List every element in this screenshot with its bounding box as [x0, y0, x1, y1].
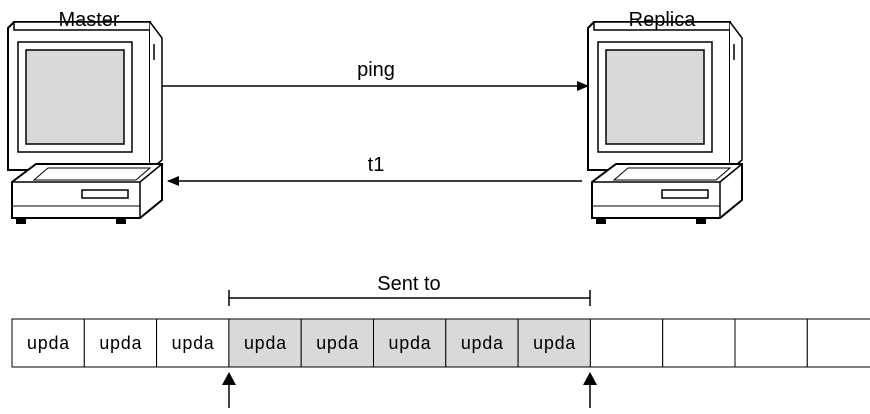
changelog-cell-text: upda: [99, 335, 142, 355]
changelog-cell: upda: [445, 318, 519, 368]
sent-to-label: Sent to: [377, 273, 440, 295]
changelog-cell-box: [83, 318, 158, 368]
changelog-cell: [734, 318, 808, 368]
replica-label: Replica: [629, 9, 697, 31]
changelog-cell-box: [11, 318, 85, 368]
changelog-cell-text: upda: [316, 335, 359, 355]
changelog-cell-box: [662, 318, 736, 368]
changelog-cell-box: [589, 318, 664, 368]
sent-to-bracket: [228, 290, 591, 306]
master-computer-icon: [7, 21, 163, 225]
t1-label: t1: [368, 154, 385, 176]
changelog-cell-text: upda: [243, 335, 286, 355]
changelog-cell: upda: [373, 318, 447, 368]
end-pointer-arrow: [583, 372, 597, 408]
changelog-cell-box: [373, 318, 447, 368]
changelog-cell: upda: [228, 318, 302, 368]
changelog-cell: upda: [300, 318, 375, 368]
replica-computer-icon: [587, 21, 743, 225]
changelog-cell-box: [300, 318, 375, 368]
changelog-cell-box: [734, 318, 808, 368]
changelog-cell: upda: [156, 318, 230, 368]
changelog-cell-box: [156, 318, 230, 368]
changelog-cell: upda: [517, 318, 591, 368]
changelog-cell-text: upda: [27, 335, 70, 355]
changelog-cell: [806, 318, 870, 368]
changelog-cell-text: upda: [388, 335, 431, 355]
changelog-cell-box: [806, 318, 870, 368]
ping-label: ping: [357, 59, 395, 81]
changelog-cell-text: upda: [533, 335, 576, 355]
changelog-cell-text: upda: [460, 335, 503, 355]
master-label: Master: [58, 9, 119, 31]
changelog-cell: upda: [83, 318, 158, 368]
changelog-cell: [662, 318, 736, 368]
changelog-cell-text: upda: [171, 335, 214, 355]
changelog-strip: upda upda upda upda upda upda upda upda: [11, 318, 870, 368]
start-pointer-arrow: [222, 372, 236, 408]
changelog-cell: [589, 318, 664, 368]
changelog-cell: upda: [11, 318, 85, 368]
changelog-cell-box: [445, 318, 519, 368]
